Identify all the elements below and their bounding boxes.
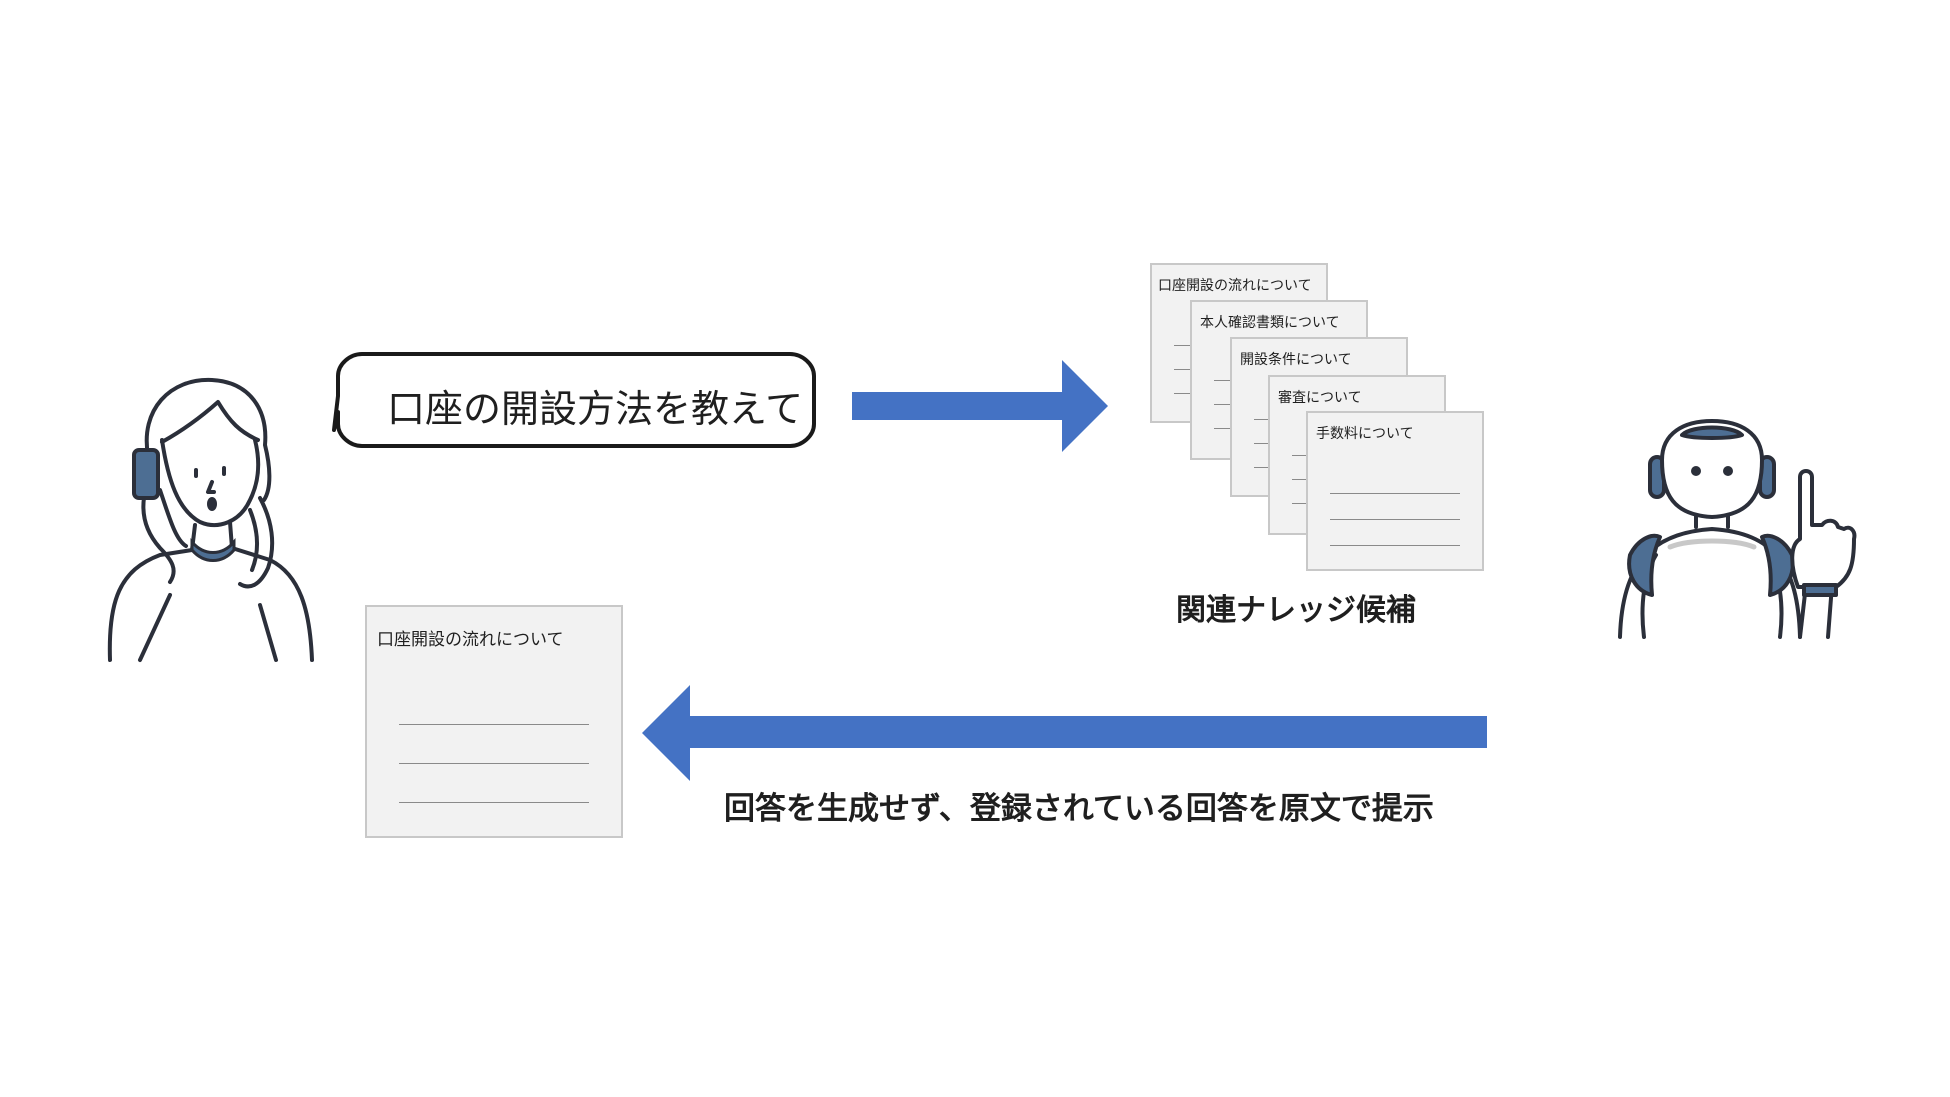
robot-pointing-icon [1618,419,1857,639]
left-arrow-icon [642,685,1487,781]
knowledge-doc-title: 手数料について [1316,426,1414,442]
right-arrow-icon [852,360,1108,452]
knowledge-doc-title: 審査について [1278,390,1362,406]
speech-bubble-text: 口座の開設方法を教えて [387,387,804,431]
answer-document: 口座開設の流れについて [365,605,623,838]
speech-bubble [332,352,816,448]
knowledge-doc-title: 開設条件について [1240,352,1352,368]
knowledge-doc-title: 口座開設の流れについて [1158,278,1312,294]
knowledge-doc-title: 本人確認書類について [1200,315,1340,331]
return-caption: 回答を生成せず、登録されている回答を原文で提示 [724,791,1434,827]
woman-on-phone-icon [107,377,314,662]
knowledge-candidates-caption: 関連ナレッジ候補 [1176,593,1416,628]
answer-document-title: 口座開設の流れについて [377,630,564,650]
knowledge-doc-5: 手数料について [1306,411,1484,571]
